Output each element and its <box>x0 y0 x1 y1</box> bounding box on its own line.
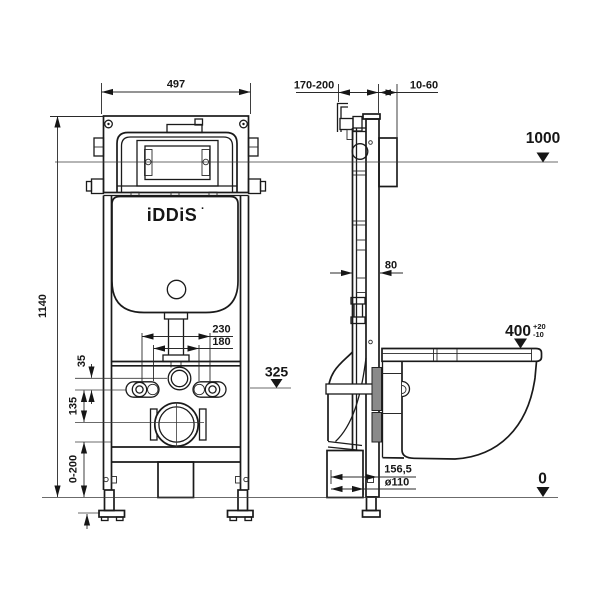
brand-logo-dot: · <box>201 203 205 215</box>
dim-width: 497 <box>167 79 185 91</box>
clip-lower-right <box>247 178 262 195</box>
dim-bolt-inner: 180 <box>212 336 230 348</box>
dim-offset-35: 35 <box>76 355 88 367</box>
level-floor-0: 0 <box>538 471 547 488</box>
dim-drain-diameter: ø110 <box>385 477 409 489</box>
mounting-plate <box>85 115 267 197</box>
spacer-block-lower <box>371 412 382 443</box>
toilet-seat <box>381 347 543 363</box>
dim-bolt-outer: 230 <box>212 324 230 336</box>
level-seat-400: 400 <box>505 323 531 340</box>
toilet-bowl <box>381 361 538 460</box>
level-seat-tol-plus: +20 <box>533 322 546 331</box>
flush-pipe <box>162 311 190 368</box>
front-view: iDDiS · <box>75 115 267 522</box>
fixing-bolt-right <box>192 381 227 398</box>
dim-wall-gap: 10-60 <box>410 80 438 92</box>
support-bracket <box>325 383 374 395</box>
dimensions-front: 497 1140 35 135 0-200 230 180 325 <box>37 79 291 529</box>
flush-plate-window <box>116 118 238 197</box>
brand-logo: iDDiS <box>147 205 198 225</box>
dimensions-side: 170-200 10-60 80 1000 400 +20 -10 156,5 … <box>294 80 560 497</box>
dim-drain-offset: 156,5 <box>384 464 412 476</box>
drain-elbow <box>326 296 367 499</box>
dim-offset-135: 135 <box>68 397 80 415</box>
dim-depth-adjust: 170-200 <box>294 80 334 92</box>
water-supply-bracket <box>336 102 363 140</box>
spacer-block-upper <box>371 367 382 411</box>
dim-foot-adjust: 0-200 <box>68 455 80 483</box>
level-seat-tol-minus: -10 <box>533 330 544 339</box>
clip-lower-left <box>90 178 105 195</box>
cistern-port <box>166 279 187 300</box>
side-frame <box>351 113 398 518</box>
top-tab <box>166 123 203 134</box>
drain-outlet <box>75 401 207 448</box>
dim-frame-depth: 80 <box>385 260 397 272</box>
fixing-bolt-left <box>125 381 160 398</box>
level-1000: 1000 <box>526 130 560 147</box>
adjustable-feet <box>98 476 254 522</box>
frame-rails <box>102 195 250 490</box>
dim-height: 1140 <box>37 294 49 318</box>
cistern: iDDiS · <box>111 195 239 314</box>
side-view <box>325 102 543 518</box>
level-bolts-325: 325 <box>265 364 289 380</box>
service-opening <box>157 461 195 499</box>
